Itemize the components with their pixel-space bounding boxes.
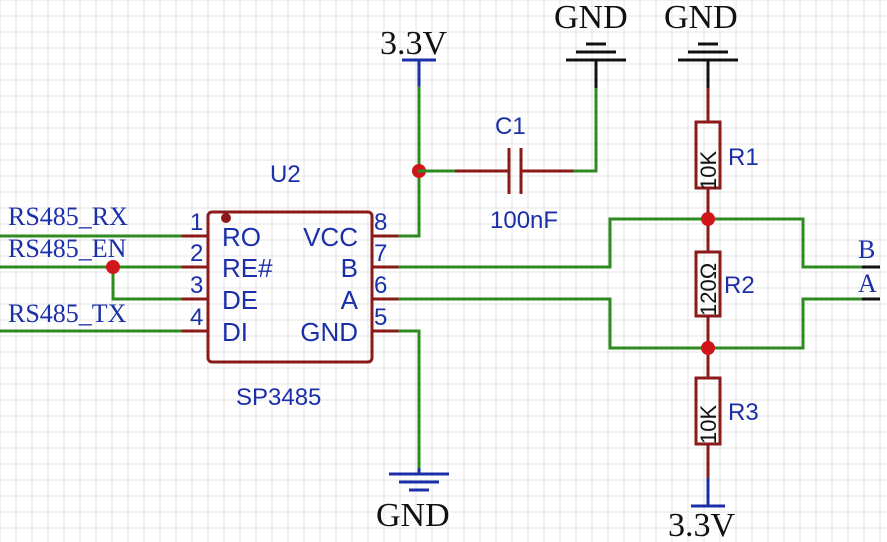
wire-b[interactable] [398, 217, 864, 269]
net-label-a: A [858, 269, 877, 298]
power-label-gnd-r1: GND [664, 0, 738, 36]
power-label-gnd-chip: GND [376, 497, 450, 534]
r1-value: 10K [696, 151, 721, 190]
wire-de-tie[interactable] [111, 265, 182, 301]
power-label-gnd-cap: GND [554, 0, 628, 36]
net-label-rx: RS485_RX [8, 202, 128, 231]
pin-number-5: 5 [374, 304, 387, 331]
pin-name-vcc: VCC [303, 222, 358, 252]
r3-designator: R3 [728, 399, 759, 426]
chip-gnd-section: GND [376, 329, 450, 534]
left-nets: RS485_RX RS485_EN RS485_TX [0, 202, 182, 333]
r1-designator: R1 [728, 144, 759, 171]
pin-number-6: 6 [374, 272, 387, 299]
net-label-tx: RS485_TX [8, 299, 127, 328]
chip-body [206, 210, 374, 364]
pin-name-a: A [341, 285, 359, 315]
pin-number-8: 8 [374, 209, 387, 236]
junction-b [701, 212, 715, 226]
pin-number-7: 7 [374, 240, 387, 267]
pin-number-1: 1 [190, 209, 203, 236]
r2-designator: R2 [724, 272, 755, 299]
pin-number-3: 3 [190, 272, 203, 299]
wire-a[interactable] [398, 297, 864, 350]
junction-en [106, 260, 120, 274]
chip-designator: U2 [270, 161, 301, 188]
pin-name-ro: RO [222, 222, 261, 252]
pin-name-di: DI [222, 317, 248, 347]
wire-vcc[interactable] [398, 86, 421, 238]
power-label-vcc-bottom: 3.3V [668, 507, 736, 542]
net-label-b: B [858, 235, 875, 264]
chip-u2[interactable]: U2 SP3485 1 2 3 4 RO RE# DE DI 8 7 6 5 V… [180, 161, 400, 411]
cap-value: 100nF [490, 207, 558, 234]
pin-name-gnd: GND [300, 317, 358, 347]
vcc-section: 3.3V C1 100nF GND [380, 0, 628, 238]
pin-name-re: RE# [222, 253, 273, 283]
termination-section: GND 10K R1 120Ω R2 10K R3 3.3V B [398, 0, 880, 542]
wire-chip-gnd[interactable] [398, 329, 421, 470]
wire-cap-gnd[interactable] [573, 86, 598, 173]
pin-name-b: B [341, 253, 358, 283]
pin-name-de: DE [222, 285, 258, 315]
pin1-marker [221, 213, 231, 223]
chip-part-number: SP3485 [236, 384, 321, 411]
pin-number-4: 4 [190, 304, 203, 331]
power-label-vcc-top: 3.3V [380, 25, 448, 62]
pin-number-2: 2 [190, 240, 203, 267]
r2-value: 120Ω [696, 263, 721, 316]
r3-value: 10K [696, 405, 721, 444]
net-label-en: RS485_EN [8, 234, 127, 263]
cap-designator: C1 [495, 113, 526, 140]
junction-a [701, 341, 715, 355]
